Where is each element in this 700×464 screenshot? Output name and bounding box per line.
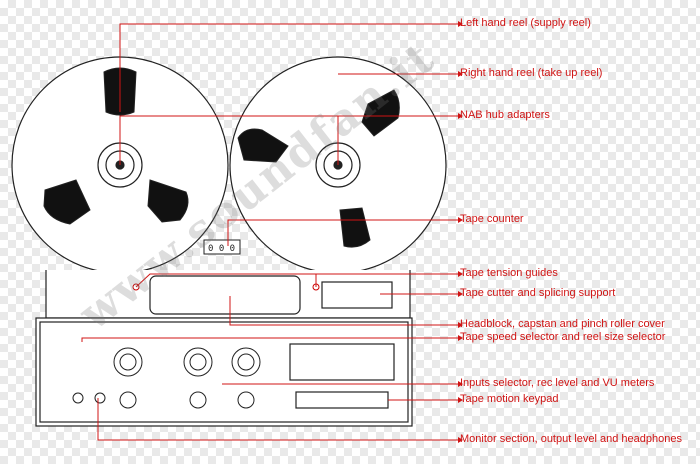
label-inputs-selector: Inputs selector, rec level and VU meters: [460, 377, 655, 389]
label-speed-selector: Tape speed selector and reel size select…: [460, 331, 666, 343]
vu-meters: [289, 343, 395, 381]
label-right-reel: Right hand reel (take up reel): [460, 67, 603, 79]
label-tension-guides: Tape tension guides: [460, 267, 558, 279]
tape-counter: [203, 239, 241, 255]
headblock-cover: [149, 275, 301, 315]
label-tape-cutter: Tape cutter and splicing support: [460, 287, 616, 299]
label-nab-hub: NAB hub adapters: [460, 109, 550, 121]
counter-digits: 0 0 0: [208, 244, 235, 254]
tape-motion-keypad: [295, 391, 389, 409]
label-headblock: Headblock, capstan and pinch roller cove…: [460, 318, 665, 330]
label-keypad: Tape motion keypad: [460, 393, 559, 405]
tape-cutter: [321, 281, 393, 309]
label-left-reel: Left hand reel (supply reel): [460, 17, 591, 29]
label-tape-counter: Tape counter: [460, 213, 524, 225]
label-monitor-section: Monitor section, output level and headph…: [460, 433, 682, 445]
